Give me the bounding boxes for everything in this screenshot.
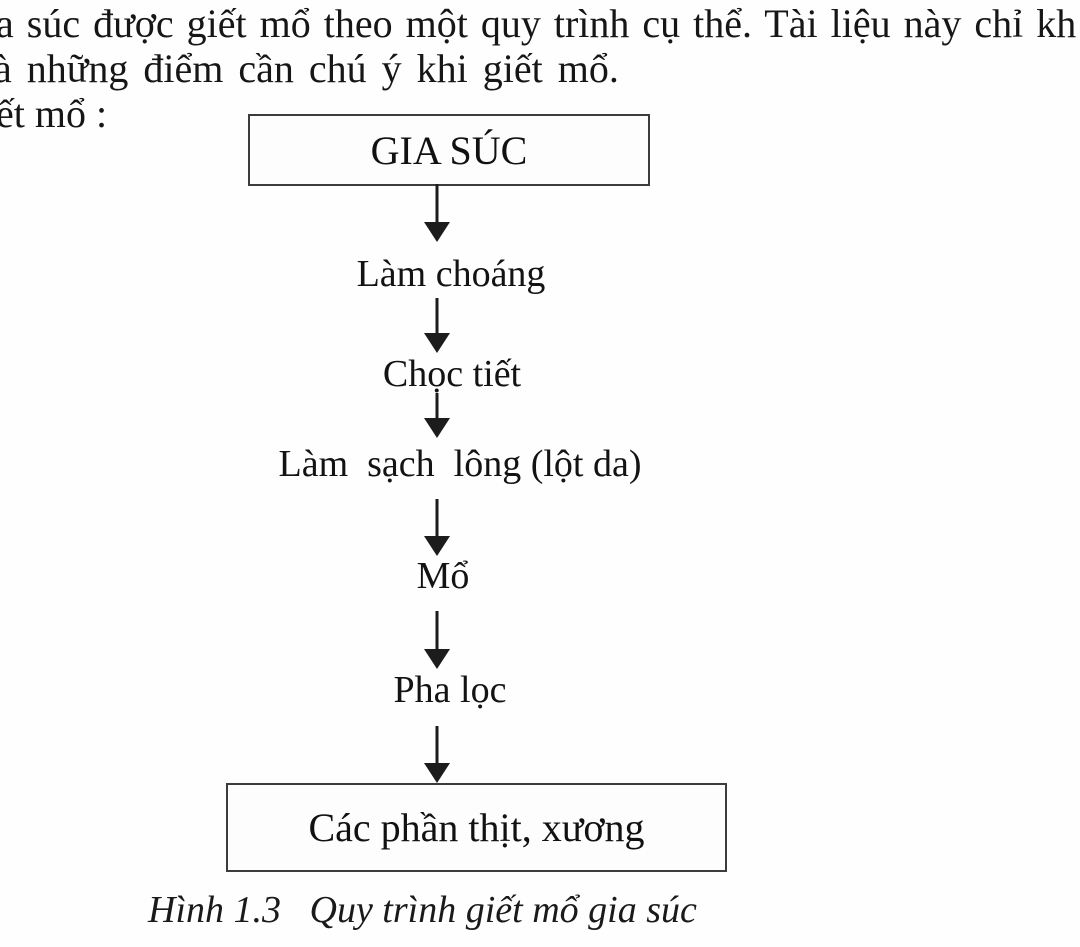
figure-caption: Hình 1.3 Quy trình giết mổ gia súc bbox=[148, 889, 697, 931]
arrow-head bbox=[424, 222, 450, 242]
arrow-shaft bbox=[435, 184, 439, 223]
flowchart-step-bleeding: Chọc tiết bbox=[382, 353, 522, 395]
flowchart-step-dehairing: Làm sạch lông (lột da) bbox=[278, 443, 642, 485]
arrow-shaft bbox=[435, 298, 439, 334]
arrow-shaft bbox=[435, 393, 439, 419]
arrow-down-icon bbox=[424, 611, 450, 669]
flowchart-step-evisceration: Mổ bbox=[416, 555, 470, 597]
arrow-head bbox=[424, 333, 450, 353]
arrow-down-icon bbox=[424, 499, 450, 556]
flowchart-step-stunning: Làm choáng bbox=[356, 253, 546, 295]
flowchart-start-box-label: GIA SÚC bbox=[370, 127, 528, 173]
arrow-shaft bbox=[435, 611, 439, 650]
arrow-down-icon bbox=[424, 393, 450, 438]
flowchart-end-box: Các phần thịt, xương bbox=[226, 783, 727, 872]
arrow-head bbox=[424, 649, 450, 669]
arrow-down-icon bbox=[424, 184, 450, 242]
arrow-shaft bbox=[435, 726, 439, 764]
paragraph-line-2: à những điểm cần chú ý khi giết mổ. bbox=[0, 46, 619, 91]
arrow-down-icon bbox=[424, 298, 450, 353]
paragraph-line-3: ết mổ : bbox=[0, 91, 108, 136]
flowchart-start-box: GIA SÚC bbox=[248, 114, 650, 186]
paragraph-line-1: a súc được giết mổ theo một quy trình cụ… bbox=[0, 1, 1077, 46]
flowchart-end-box-label: Các phần thịt, xương bbox=[308, 805, 645, 850]
arrow-down-icon bbox=[424, 726, 450, 783]
arrow-head bbox=[424, 536, 450, 556]
flowchart-step-cutting: Pha lọc bbox=[393, 669, 507, 711]
arrow-shaft bbox=[435, 499, 439, 537]
arrow-head bbox=[424, 763, 450, 783]
arrow-head bbox=[424, 418, 450, 438]
